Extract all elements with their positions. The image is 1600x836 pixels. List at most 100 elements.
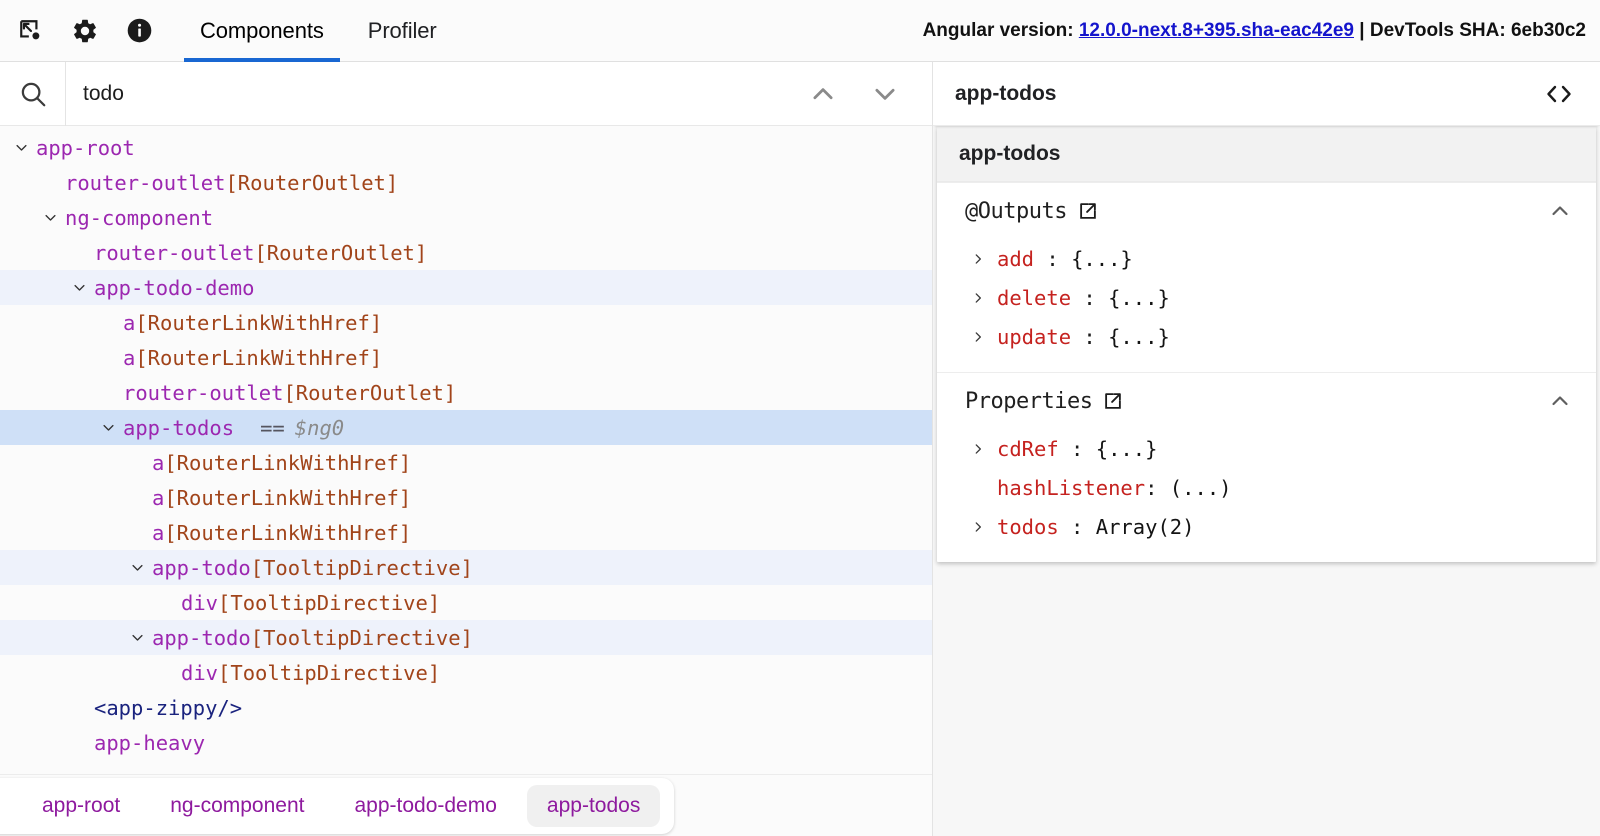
open-in-new-icon[interactable] (1077, 200, 1099, 222)
tree-row[interactable]: app-root (0, 130, 932, 165)
tree-node-name: router-outlet (123, 380, 284, 405)
chevron-right-icon[interactable] (971, 291, 997, 305)
breadcrumb-item[interactable]: app-todos (526, 784, 661, 827)
chevron-down-icon[interactable] (12, 140, 30, 155)
breadcrumb-item[interactable]: app-root (42, 793, 121, 817)
details-header: app-todos (933, 62, 1600, 126)
tree-node-name: a (152, 520, 165, 545)
property-section-header[interactable]: @Outputs (937, 183, 1596, 239)
property-key: update (997, 324, 1072, 349)
search-next-icon[interactable] (868, 77, 902, 111)
devtools-sha-value: 6eb30c2 (1510, 19, 1586, 41)
property-section-title: @Outputs (965, 198, 1067, 224)
version-info: Angular version: 12.0.0-next.8+395.sha-e… (923, 20, 1600, 42)
tree-row[interactable]: app-heavy (0, 725, 932, 760)
breadcrumb: app-root ng-component app-todo-demo app-tod… (0, 777, 675, 834)
property-row[interactable]: update : {...} (937, 317, 1596, 356)
tree-node-console-ref: $ng0 (294, 415, 345, 440)
main-tabs: Components Profiler (178, 0, 459, 62)
chevron-right-icon[interactable] (971, 442, 997, 456)
tree-row[interactable]: app-todo-demo (0, 270, 932, 305)
tree-node-equals: == (260, 415, 285, 440)
tree-row[interactable]: a[RouterLinkWithHref] (0, 340, 932, 375)
property-value: Array(2) (1095, 514, 1195, 539)
breadcrumb-item[interactable]: app-todo-demo (354, 793, 497, 817)
property-key: delete (997, 285, 1072, 310)
property-key: todos (997, 514, 1059, 539)
tree-row[interactable]: a[RouterLinkWithHref] (0, 515, 932, 550)
tree-node-directive: [RouterLinkWithHref] (135, 310, 383, 335)
search-bar (0, 62, 932, 126)
property-section-header[interactable]: Properties (937, 373, 1596, 429)
chevron-right-icon[interactable] (971, 520, 997, 534)
property-card-title: app-todos (937, 126, 1596, 182)
tree-row[interactable]: div[TooltipDirective] (0, 585, 932, 620)
tree-node-name: div (181, 590, 219, 615)
tree-row[interactable]: app-todo[TooltipDirective] (0, 620, 932, 655)
property-separator: : (1058, 514, 1096, 539)
tree-node-directive: [RouterLinkWithHref] (164, 450, 412, 475)
tree-node-name: ng-component (65, 205, 214, 230)
chevron-up-icon[interactable] (1548, 389, 1572, 413)
property-row[interactable]: delete : {...} (937, 278, 1596, 317)
search-prev-icon[interactable] (806, 77, 840, 111)
info-icon[interactable] (124, 16, 154, 46)
property-section-title: Properties (965, 388, 1093, 414)
tree-row[interactable]: router-outlet[RouterOutlet] (0, 235, 932, 270)
chevron-down-icon[interactable] (41, 210, 59, 225)
tree-node-name: app-todo (152, 625, 251, 650)
tree-row[interactable]: div[TooltipDirective] (0, 655, 932, 690)
search-input[interactable] (66, 62, 806, 125)
tree-row[interactable]: a[RouterLinkWithHref] (0, 445, 932, 480)
tree-row[interactable]: app-todos==$ng0 (0, 410, 932, 445)
tree-row[interactable]: app-todo[TooltipDirective] (0, 550, 932, 585)
inspect-element-icon[interactable] (16, 16, 46, 46)
tree-node-directive: [RouterLinkWithHref] (164, 520, 412, 545)
section-spacer (937, 546, 1596, 562)
tree-node-directive: [TooltipDirective] (250, 555, 473, 580)
property-row[interactable]: hashListener: (...) (937, 468, 1596, 507)
tree-row[interactable]: a[RouterLinkWithHref] (0, 305, 932, 340)
devtools-header: Components Profiler Angular version: 12.… (0, 0, 1600, 62)
chevron-down-icon[interactable] (70, 280, 88, 295)
property-separator: : (1071, 285, 1109, 310)
tree-node-name: div (181, 660, 219, 685)
view-source-icon[interactable] (1542, 79, 1576, 109)
tab-profiler[interactable]: Profiler (346, 0, 459, 62)
chevron-down-icon[interactable] (128, 560, 146, 575)
tree-row[interactable]: router-outlet[RouterOutlet] (0, 375, 932, 410)
chevron-right-icon[interactable] (971, 330, 997, 344)
property-value: {...} (1095, 436, 1158, 461)
chevron-down-icon[interactable] (128, 630, 146, 645)
tree-row[interactable]: <app-zippy/> (0, 690, 932, 725)
property-key: cdRef (997, 436, 1059, 461)
tree-row[interactable]: a[RouterLinkWithHref] (0, 480, 932, 515)
tree-node-directive: [RouterOutlet] (254, 240, 428, 265)
property-separator: : (1034, 246, 1072, 271)
property-row[interactable]: cdRef : {...} (937, 429, 1596, 468)
property-row[interactable]: todos : Array(2) (937, 507, 1596, 546)
search-icon[interactable] (0, 62, 66, 126)
section-spacer (937, 356, 1596, 372)
chevron-up-icon[interactable] (1548, 199, 1572, 223)
tree-node-name: a (123, 345, 136, 370)
tab-components[interactable]: Components (178, 0, 346, 62)
tree-row[interactable]: router-outlet[RouterOutlet] (0, 165, 932, 200)
property-value: {...} (1108, 324, 1170, 349)
angular-version-link[interactable]: 12.0.0-next.8+395.sha-eac42e9 (1078, 19, 1354, 41)
breadcrumb-item[interactable]: ng-component (170, 793, 305, 817)
property-row[interactable]: add : {...} (937, 239, 1596, 278)
open-in-new-icon[interactable] (1102, 390, 1124, 412)
tree-node-directive: [TooltipDirective] (218, 590, 441, 615)
chevron-down-icon[interactable] (99, 420, 117, 435)
property-separator: : (1058, 436, 1096, 461)
settings-gear-icon[interactable] (70, 16, 100, 46)
tree-row[interactable]: ng-component (0, 200, 932, 235)
property-separator: : (1145, 475, 1170, 500)
tree-node-directive: [RouterLinkWithHref] (135, 345, 383, 370)
chevron-right-icon[interactable] (971, 252, 997, 266)
